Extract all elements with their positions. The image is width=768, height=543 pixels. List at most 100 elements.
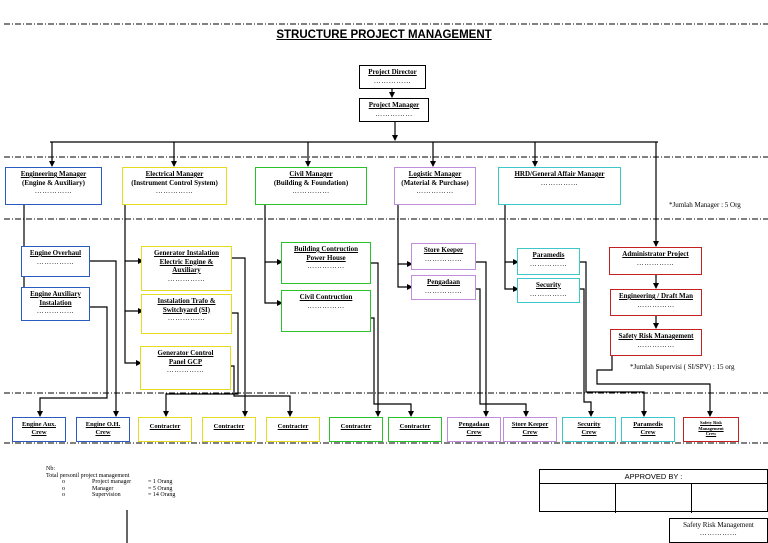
box-title: Engineering Manager (20, 170, 87, 178)
box-title: Generator Control (157, 349, 214, 357)
box-title: Instalation Trafo & (157, 297, 216, 305)
pengadaan-box: Pengadaan …………… (411, 275, 476, 300)
crew-label: Management (698, 425, 724, 431)
approval-cells (540, 484, 767, 513)
box-dots: …………… (36, 257, 75, 266)
engineering-manager-box: Engineering Manager (Engine & Auxiliary)… (5, 167, 102, 205)
box-dots: …………… (166, 366, 205, 374)
crew-label: Contracter (340, 423, 372, 430)
box-title: Panel GCP (168, 357, 203, 366)
crew-box: Contracter (202, 417, 256, 442)
box-dots: …………… (416, 187, 454, 195)
crew-label: Store Keeper (511, 421, 549, 428)
security-box: Security …………… (517, 278, 580, 303)
crew-box: Paramedis Crew (621, 417, 675, 442)
crew-label: Safety Risk (700, 420, 722, 425)
crew-label: Contracter (277, 423, 309, 430)
box-title: Engine Overhaul (29, 249, 82, 257)
notes-count: = 5 Orang (148, 485, 173, 492)
store-keeper-box: Store Keeper …………… (411, 243, 476, 270)
building-contruction-box: Building Contruction Power House …………… (281, 242, 371, 284)
crew-label: Contracter (149, 423, 181, 430)
box-dots: …………… (375, 109, 413, 118)
box-dots: …………… (529, 289, 568, 298)
box-dots: …………… (155, 187, 194, 195)
notes-row: o Manager = 5 Orang (46, 486, 175, 493)
box-subtitle: (Building & Foundation) (273, 178, 349, 187)
box-dots: …………… (373, 76, 412, 85)
crew-label: Pengadaan (458, 421, 490, 428)
crew-box: Pengadaan Crew (447, 417, 501, 442)
crew-label: Crew (581, 428, 597, 436)
approval-table: APPROVED BY : (539, 469, 768, 513)
box-title: Project Manager (368, 101, 420, 109)
notes-role: Supervision (92, 492, 121, 499)
box-title: Generator Instalation (153, 249, 219, 257)
crew-label: Security (577, 421, 601, 428)
project-director-box: Project Director …………… (359, 65, 426, 89)
notes-total: Total personil project management (46, 472, 130, 479)
civil-manager-box: Civil Manager (Building & Foundation) ……… (255, 167, 367, 205)
crew-label: Crew (640, 428, 656, 436)
crew-label: Crew (31, 428, 47, 436)
box-dots: …………… (637, 300, 675, 309)
signature-cell (692, 484, 767, 513)
bullet: o (62, 492, 65, 499)
crew-label: Contracter (213, 423, 245, 430)
box-title: HRD/General Affair Manager (514, 170, 605, 178)
crew-box: Engine Aux. Crew (12, 417, 66, 442)
jumlah-manager-note: *Jumlah Manager : 5 Org (669, 201, 741, 209)
box-subtitle: (Engine & Auxiliary) (21, 178, 85, 187)
generator-control-box: Generator Control Panel GCP …………… (140, 346, 231, 390)
engine-auxiliary-box: Engine Auxiliary Instalation …………… (21, 287, 90, 321)
box-title: Paramedis (532, 251, 565, 259)
box-title: Administrator Project (622, 250, 689, 258)
crew-label: Crew (95, 428, 111, 436)
signature-cell (540, 484, 616, 513)
box-dots: …………… (34, 187, 73, 195)
notes-count: = 1 Orang (148, 479, 173, 486)
crew-label: Crew (705, 431, 717, 436)
crew-box: Security Crew (562, 417, 616, 442)
box-dots: …………… (36, 307, 75, 315)
generator-instalation-box: Generator Instalation Electric Engine & … (141, 246, 232, 291)
crew-label: Paramedis (633, 421, 663, 428)
signature-box: Safety Risk Management …………… (669, 518, 768, 543)
box-dots: …………… (167, 274, 206, 283)
box-dots: …………… (637, 340, 675, 349)
box-title: Civil Manager (289, 170, 333, 178)
civil-contruction-box: Civil Contruction …………… (281, 290, 371, 332)
jumlah-supervisi-note: *Jumlah Supervisi ( SI/SPV) : 15 org (630, 363, 735, 371)
crew-box: Store Keeper Crew (503, 417, 557, 442)
administrator-project-box: Administrator Project …………… (609, 247, 702, 275)
electrical-manager-box: Electrical Manager (Instrument Control S… (122, 167, 227, 205)
notes-count: = 14 Orang (148, 492, 176, 499)
box-subtitle: (Instrument Control System) (131, 178, 218, 187)
notes-row: o Supervision = 14 Orang (46, 492, 175, 499)
crew-box: Contracter (138, 417, 192, 442)
crew-label: Engine Aux. (22, 421, 56, 428)
page-title: STRUCTURE PROJECT MANAGEMENT (276, 29, 492, 41)
paramedis-box: Paramedis …………… (517, 248, 580, 275)
box-dots: …………… (529, 259, 568, 268)
crew-box: Contracter (329, 417, 383, 442)
box-title: Switchyard (SI) (162, 305, 211, 314)
engine-overhaul-box: Engine Overhaul …………… (21, 246, 90, 277)
box-title: Logistic Manager (408, 170, 462, 178)
box-title: Building Contruction (294, 245, 358, 253)
box-title: Security (536, 281, 561, 289)
box-dots: …………… (424, 254, 463, 263)
box-title: Instalation (39, 298, 72, 307)
box-title: Auxiliary (172, 266, 201, 274)
crew-box: Contracter (388, 417, 442, 442)
bullet: o (62, 485, 65, 492)
bullet: o (62, 479, 65, 486)
box-dots: …………… (307, 262, 345, 270)
box-title: Civil Contruction (299, 293, 353, 301)
notes-row: o Project manager = 1 Orang (46, 479, 175, 486)
signature-label: Safety Risk Management (683, 521, 754, 529)
box-dots: …………… (699, 529, 738, 537)
box-dots: …………… (167, 314, 206, 322)
box-title: Engineering / Draft Man (618, 292, 694, 300)
box-title: Pengadaan (426, 278, 461, 286)
